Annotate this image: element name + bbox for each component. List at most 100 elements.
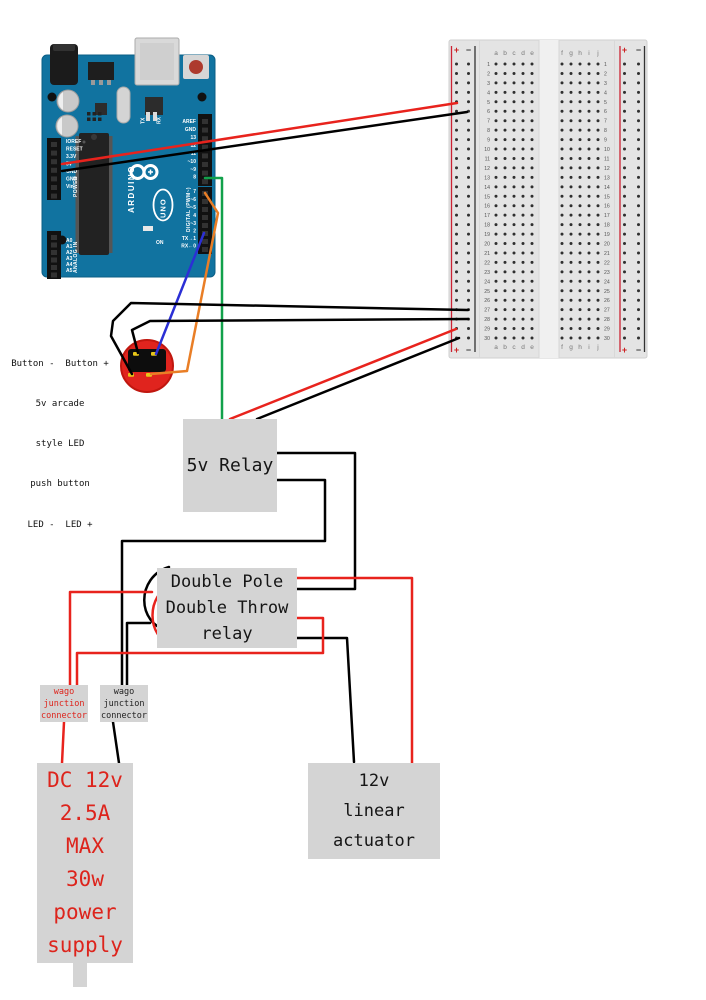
wago-connector-black[interactable]: wago junction connector	[100, 685, 148, 722]
svg-text:IOREF: IOREF	[66, 139, 81, 145]
svg-text:j: j	[596, 50, 598, 57]
svg-text:TX→1: TX→1	[182, 236, 196, 242]
svg-text:10: 10	[604, 147, 610, 153]
svg-text:UNO: UNO	[159, 198, 168, 218]
svg-text:6: 6	[487, 109, 490, 115]
actuator-label-line: linear	[343, 796, 404, 826]
svg-text:5: 5	[487, 100, 490, 106]
svg-text:28: 28	[604, 317, 610, 323]
svg-text:~10: ~10	[188, 159, 197, 165]
svg-text:16: 16	[604, 204, 610, 210]
supply-label-line: supply	[47, 929, 123, 962]
svg-text:RX: RX	[157, 116, 163, 124]
svg-text:−: −	[636, 45, 641, 55]
regulator-leg	[107, 80, 111, 85]
chip-notch	[91, 134, 97, 140]
svg-text:16: 16	[484, 204, 490, 210]
svg-text:a: a	[494, 50, 498, 57]
svg-text:12: 12	[604, 166, 610, 172]
svg-text:4: 4	[604, 90, 607, 96]
chip-pin1-dot	[83, 141, 86, 144]
wago-label-line: wago	[54, 686, 74, 698]
svg-text:18: 18	[484, 223, 490, 229]
svg-text:a: a	[494, 344, 498, 351]
linear-actuator-box[interactable]: 12v linear actuator	[308, 763, 440, 859]
chip-legs-right	[109, 136, 113, 253]
supply-label-line: 30w	[66, 863, 104, 896]
wire-wago-to-supply-black[interactable]	[113, 722, 119, 763]
wago-connector-red[interactable]: wago junction connector	[40, 685, 88, 722]
svg-text:8: 8	[487, 128, 490, 134]
svg-text:RX←0: RX←0	[181, 244, 196, 250]
relay-5v-box[interactable]: 5v Relay	[183, 419, 277, 512]
voltage-regulator	[88, 62, 114, 80]
svg-text:TX: TX	[141, 117, 147, 124]
crystal-oscillator	[117, 87, 130, 123]
annotation-line: Button - Button +	[2, 358, 118, 371]
on-led	[143, 226, 153, 231]
regulator-leg	[99, 80, 103, 85]
svg-text:22: 22	[604, 260, 610, 266]
svg-text:+: +	[454, 45, 459, 55]
relay-5v-label: 5v Relay	[187, 455, 274, 476]
svg-text:22: 22	[484, 260, 490, 266]
svg-text:8: 8	[193, 175, 196, 181]
svg-text:9: 9	[604, 138, 607, 144]
svg-text:20: 20	[484, 242, 490, 248]
wire-rail-minus-to-relay[interactable]	[257, 338, 459, 419]
svg-text:DIGITAL (PWM~): DIGITAL (PWM~)	[186, 187, 192, 232]
svg-text:3.3V: 3.3V	[66, 154, 77, 160]
svg-text:25: 25	[604, 289, 610, 295]
wire-rail-plus-to-relay[interactable]	[230, 329, 456, 419]
reset-button-cap[interactable]	[189, 60, 203, 74]
actuator-label-line: 12v	[359, 766, 390, 796]
atmega-chip	[79, 133, 109, 255]
supply-label-line: DC 12v	[47, 764, 123, 797]
wago-label-line: wago	[114, 686, 134, 698]
svg-text:h: h	[578, 50, 582, 57]
wire-button-minus-to-rail[interactable]	[132, 319, 468, 353]
usb-port-inner	[140, 43, 174, 80]
svg-text:26: 26	[484, 298, 490, 304]
svg-text:19: 19	[484, 232, 490, 238]
annotation-line: push button	[2, 478, 118, 491]
svg-text:i: i	[588, 50, 589, 57]
svg-text:9: 9	[487, 138, 490, 144]
svg-text:24: 24	[604, 279, 610, 285]
svg-text:7: 7	[487, 119, 490, 125]
svg-text:ANALOG IN: ANALOG IN	[73, 241, 79, 273]
wire-dpdt-to-actuator-red[interactable]	[297, 578, 412, 763]
svg-text:d: d	[521, 50, 525, 57]
arduino-board[interactable]: AREFGND1312~11~10~987~6~54~32TX→1RX←0IOR…	[42, 38, 215, 279]
breadboard[interactable]: 1122334455667788991010111112121313141415…	[449, 40, 647, 358]
svg-text:j: j	[596, 344, 598, 351]
svg-text:27: 27	[604, 308, 610, 314]
wire-wago-to-supply-red[interactable]	[62, 722, 64, 763]
svg-text:f: f	[561, 50, 563, 57]
svg-text:−: −	[466, 345, 471, 355]
svg-text:GND: GND	[185, 127, 197, 133]
svg-text:30: 30	[604, 336, 610, 342]
wago-label-line: connector	[41, 710, 87, 722]
wire-dpdt-to-actuator-black[interactable]	[297, 638, 354, 762]
wago-label-line: junction	[104, 698, 145, 710]
dc-power-supply-box[interactable]: DC 12v 2.5A MAX 30w power supply	[37, 763, 133, 963]
svg-text:15: 15	[484, 194, 490, 200]
svg-text:ON: ON	[156, 240, 164, 246]
svg-text:−: −	[466, 45, 471, 55]
power-cord-stub	[73, 963, 87, 987]
svg-text:21: 21	[604, 251, 610, 257]
svg-text:21: 21	[484, 251, 490, 257]
svg-text:13: 13	[484, 175, 490, 181]
svg-text:29: 29	[484, 327, 490, 333]
svg-text:i: i	[588, 344, 589, 351]
regulator-leg	[91, 80, 95, 85]
wire-dpdt-to-wago-red[interactable]	[70, 592, 152, 685]
svg-text:12: 12	[484, 166, 490, 172]
mounting-hole	[198, 93, 207, 102]
svg-text:d: d	[521, 344, 525, 351]
svg-text:30: 30	[484, 336, 490, 342]
dpdt-relay-box[interactable]: Double Pole Double Throw relay	[157, 568, 297, 648]
svg-text:RESET: RESET	[66, 147, 83, 153]
svg-text:19: 19	[604, 232, 610, 238]
